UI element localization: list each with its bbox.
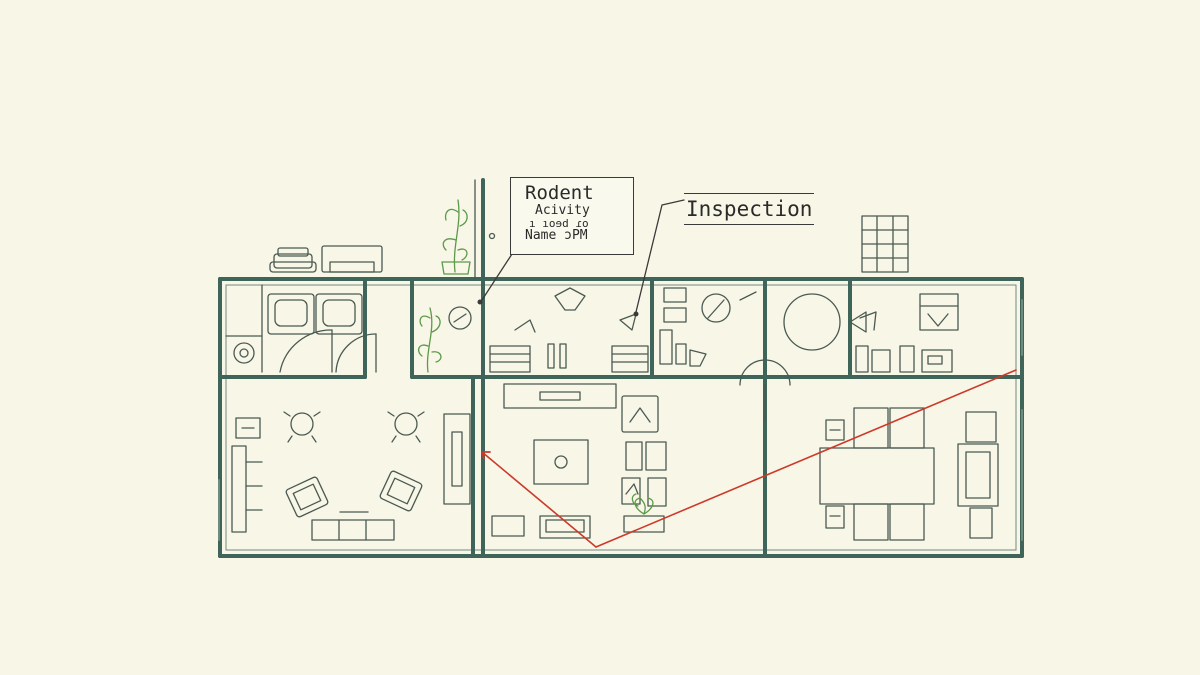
sideboard-icon bbox=[957, 411, 999, 539]
inspection-path bbox=[481, 369, 1017, 548]
note-line: Name ɔPM bbox=[525, 228, 588, 244]
bed-frame bbox=[489, 287, 649, 373]
plant-icon bbox=[417, 307, 442, 373]
note-line: Acivity bbox=[535, 202, 590, 218]
dining-table-icon bbox=[819, 407, 935, 541]
interior-walls bbox=[218, 178, 1024, 558]
plant-icon bbox=[631, 493, 654, 515]
note-title: Rodent bbox=[525, 182, 594, 204]
round-table-icon bbox=[783, 293, 867, 351]
inspection-leader-line bbox=[635, 199, 685, 313]
note-leader-line bbox=[481, 253, 513, 301]
armchair-icon bbox=[285, 470, 423, 518]
inspection-label: Inspection bbox=[684, 193, 815, 225]
sofa-icon bbox=[269, 247, 317, 273]
bench-icon bbox=[321, 245, 383, 273]
note-leader-dot bbox=[477, 299, 483, 305]
note-line: ı ıoɘd ɾo bbox=[529, 216, 589, 230]
living-center-furniture bbox=[491, 383, 667, 539]
sink-icon bbox=[233, 342, 255, 364]
rodent-activity-note: Rodent Acivity ı ıoɘd ɾo Name ɔPM bbox=[510, 177, 634, 255]
chair-icon bbox=[283, 411, 425, 443]
window-icon bbox=[861, 215, 909, 273]
plant-icon bbox=[441, 199, 471, 275]
door-swings bbox=[279, 179, 791, 421]
inspection-leader-dot bbox=[633, 311, 639, 317]
round-sign-icon bbox=[448, 306, 472, 330]
bedroom-right-furniture bbox=[855, 293, 959, 373]
living-left-furniture bbox=[231, 413, 471, 541]
washer-dryer bbox=[225, 284, 363, 373]
wall-inner-lines bbox=[225, 284, 1017, 551]
window-marks bbox=[218, 299, 1023, 541]
bathroom-fixtures bbox=[659, 287, 757, 367]
